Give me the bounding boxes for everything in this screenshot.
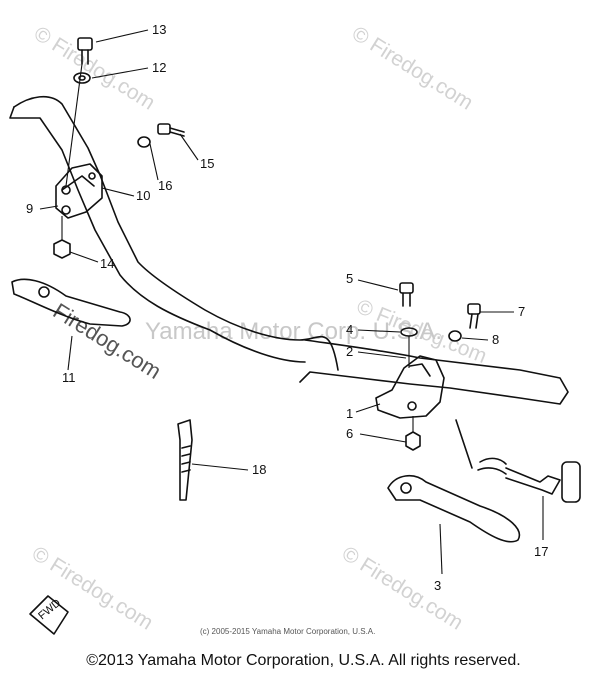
callout-12: 12 [152, 60, 166, 75]
handlebar [9, 95, 569, 405]
callout-6: 6 [346, 426, 353, 441]
callout-14: 14 [100, 256, 114, 271]
callout-8: 8 [492, 332, 499, 347]
footer-copyright: ©2013 Yamaha Motor Corporation, U.S.A. A… [86, 652, 521, 669]
nut-part-16 [137, 136, 151, 148]
callout-15: 15 [200, 156, 214, 171]
washer-part-4 [400, 327, 418, 337]
bolt-part-13 [77, 37, 93, 65]
bolt-part-5 [399, 282, 414, 307]
callout-9: 9 [26, 201, 33, 216]
nut-part-14 [53, 239, 71, 259]
callout-10: 10 [136, 188, 150, 203]
fwd-mark: FWD [36, 597, 63, 622]
callout-11: 11 [62, 370, 76, 385]
nut-part-6 [405, 431, 421, 451]
leader-lines [39, 29, 544, 575]
diagram-copyright: (c) 2005-2015 Yamaha Motor Corporation, … [200, 627, 376, 636]
lever-part-11 [11, 278, 131, 327]
upper-clamp-part-9 [55, 163, 103, 219]
cable-tie-part-18 [177, 419, 193, 501]
callout-5: 5 [346, 271, 353, 286]
callout-17: 17 [534, 544, 548, 559]
callout-13: 13 [152, 22, 166, 37]
callout-7: 7 [518, 304, 525, 319]
lever-part-3 [387, 475, 521, 543]
callout-18: 18 [252, 462, 266, 477]
callout-16: 16 [158, 178, 172, 193]
callout-1: 1 [346, 406, 353, 421]
fwd-arrow-icon [29, 595, 69, 635]
callout-numbers: 13 12 15 16 10 9 14 11 5 7 4 8 2 1 6 18 … [26, 22, 548, 593]
switch-part-17 [455, 419, 581, 503]
callout-4: 4 [346, 322, 353, 337]
nut-part-12 [73, 72, 91, 84]
nut-part-8 [448, 330, 462, 342]
bolt-part-15 [157, 123, 185, 137]
callout-2: 2 [346, 344, 353, 359]
lever-holder-part-1 [375, 355, 445, 419]
bolt-part-7 [467, 303, 481, 329]
callout-3: 3 [434, 578, 441, 593]
